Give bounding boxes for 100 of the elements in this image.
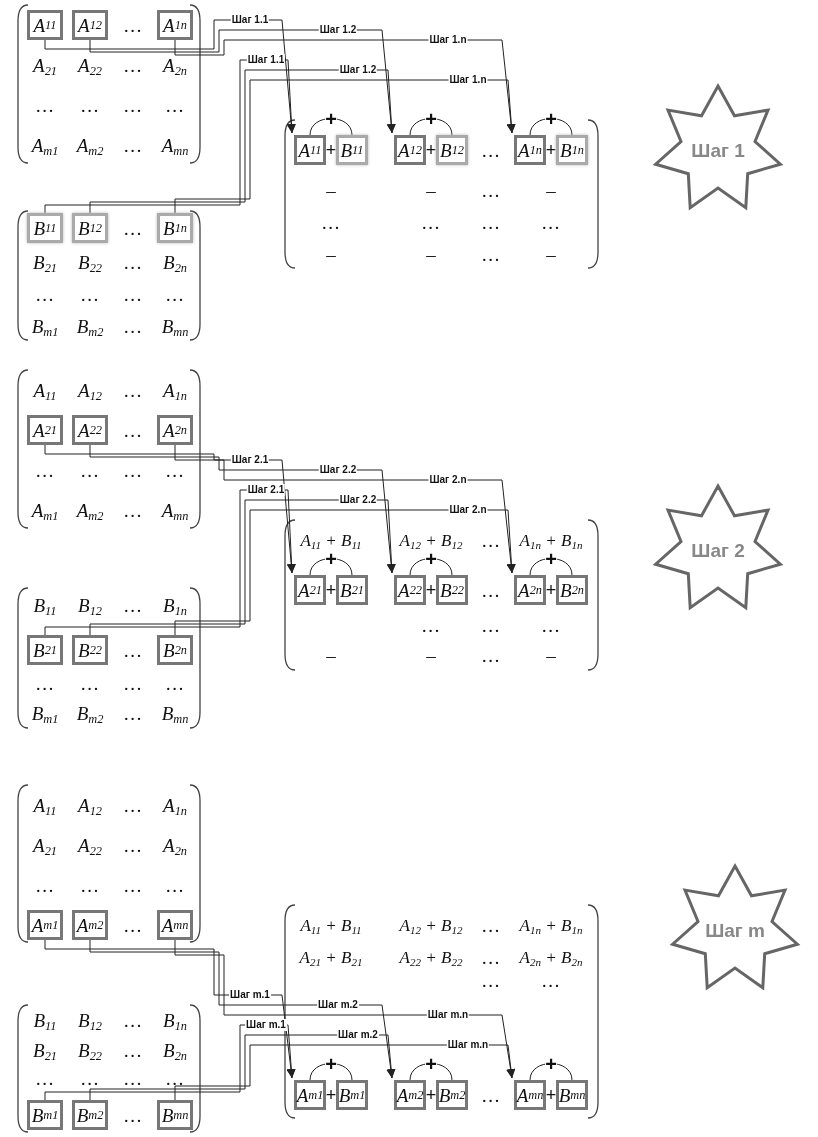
matrix-entry: …: [124, 55, 142, 75]
matrix-entry: A$_{2n}$: [163, 835, 187, 855]
matrix-entry: …: [166, 673, 184, 693]
matrix-entry: …: [482, 915, 500, 935]
step-label: Шаг 2: [691, 540, 745, 560]
matrix-entry: …: [81, 875, 99, 895]
arrow: [174, 509, 516, 636]
step-label: Шаг 1: [691, 140, 745, 160]
matrix-entry: A$_{12}$: [78, 380, 102, 400]
matrix-entry: A$_{m1}$: [31, 135, 59, 155]
plus-sign: +: [545, 1055, 557, 1072]
matrix-entry: …: [36, 284, 54, 304]
matrix-entry: B$_{21}$: [33, 252, 57, 272]
matrix-entry: B$_{22}$: [78, 252, 102, 272]
plus-sign: +: [425, 581, 437, 599]
matrix-entry: …: [124, 284, 142, 304]
arrow: [89, 69, 396, 214]
matrix-entry: B$_{11}$: [33, 1010, 57, 1030]
matrix-entry: –: [546, 180, 556, 200]
matrix-entry: …: [124, 1105, 142, 1125]
matrix-entry: A$_{mn}$: [161, 500, 189, 520]
matrix-entry: –: [546, 244, 556, 264]
plus-sign: +: [425, 1086, 437, 1104]
matrix-entry: B$_{m2}$: [76, 703, 104, 723]
matrix-entry: …: [124, 640, 142, 660]
arrow: [89, 499, 396, 636]
matrix-entry: …: [482, 180, 500, 200]
plus-sign: +: [325, 581, 337, 599]
matrix-entry: …: [482, 212, 500, 232]
matrix-entry: …: [482, 580, 500, 600]
matrix-entry: …: [81, 95, 99, 115]
matrix-entry: …: [124, 915, 142, 935]
matrix-entry: …: [422, 212, 440, 232]
matrix-entry: A$_{2n}$ + B$_{2n}$: [519, 948, 583, 966]
edge-label: Шаг 2.n: [428, 474, 468, 486]
matrix-entry: …: [422, 615, 440, 635]
plus-sign: +: [425, 110, 437, 127]
matrix-entry: …: [166, 875, 184, 895]
matrix-entry: …: [124, 252, 142, 272]
matrix-entry: …: [124, 595, 142, 615]
edge-label: Шаг m.n: [446, 1039, 490, 1051]
matrix-entry: A$_{12}$: [78, 795, 102, 815]
matrix-entry: A$_{11}$ + B$_{11}$: [300, 916, 362, 934]
matrix-entry: …: [166, 460, 184, 480]
edge-label: Шаг m.1: [229, 989, 271, 1001]
arrow: [174, 79, 516, 214]
matrix-entry: B$_{mn}$: [161, 703, 189, 723]
step-label: Шаг m: [705, 920, 765, 940]
matrix-entry: …: [542, 970, 560, 990]
matrix-entry: …: [36, 673, 54, 693]
matrix-entry: A$_{21}$ + B$_{21}$: [299, 948, 363, 966]
matrix-entry: –: [326, 180, 336, 200]
matrix-entry: A$_{m1}$: [31, 500, 59, 520]
matrix-entry: …: [81, 284, 99, 304]
plus-sign: +: [325, 141, 337, 159]
matrix-entry: –: [326, 244, 336, 264]
matrix-entry: …: [81, 673, 99, 693]
matrix-entry: …: [482, 244, 500, 264]
edge-label: Шаг 2.n: [448, 504, 488, 516]
matrix-entry: A$_{2n}$: [163, 55, 187, 75]
matrix-entry: B$_{12}$: [78, 595, 102, 615]
matrix-entry: –: [426, 645, 436, 665]
plus-sign: +: [545, 581, 557, 599]
matrix-entry: A$_{12}$ + B$_{12}$: [399, 916, 463, 934]
matrix-entry: B$_{11}$: [33, 595, 57, 615]
matrix-entry: B$_{12}$: [78, 1010, 102, 1030]
matrix-entry: …: [124, 500, 142, 520]
matrix-entry: …: [482, 1085, 500, 1105]
arrow: [44, 489, 297, 636]
plus-sign: +: [545, 110, 557, 127]
matrix-entry: …: [482, 947, 500, 967]
matrix-entry: …: [124, 420, 142, 440]
matrix-entry: …: [124, 15, 142, 35]
matrix-entry: …: [81, 1068, 99, 1088]
matrix-entry: …: [482, 530, 500, 550]
edge-label: Шаг m.n: [426, 1009, 470, 1021]
matrix-entry: …: [81, 460, 99, 480]
matrix-entry: …: [542, 212, 560, 232]
edge-label: Шаг m.2: [317, 999, 359, 1011]
matrix-entry: …: [124, 316, 142, 336]
matrix-entry: B$_{m2}$: [76, 316, 104, 336]
edge-label: Шаг 2.1: [246, 484, 286, 496]
matrix-entry: B$_{21}$: [33, 1040, 57, 1060]
arrow: [89, 1034, 396, 1101]
matrix-entry: B$_{22}$: [78, 1040, 102, 1060]
plus-sign: +: [325, 1086, 337, 1104]
matrix-entry: …: [166, 1068, 184, 1088]
matrix-entry: A$_{11}$: [33, 380, 57, 400]
matrix-entry: …: [482, 615, 500, 635]
matrix-entry: A$_{1n}$: [163, 380, 187, 400]
matrix-entry: …: [166, 284, 184, 304]
matrix-entry: –: [546, 645, 556, 665]
matrix-entry: …: [124, 795, 142, 815]
plus-sign: +: [545, 550, 557, 567]
matrix-entry: …: [124, 1040, 142, 1060]
matrix-entry: A$_{22}$: [78, 55, 102, 75]
matrix-entry: …: [482, 970, 500, 990]
matrix-entry: A$_{1n}$ + B$_{1n}$: [519, 916, 583, 934]
matrix-entry: …: [542, 615, 560, 635]
edge-label: Шаг 1.n: [448, 74, 488, 86]
